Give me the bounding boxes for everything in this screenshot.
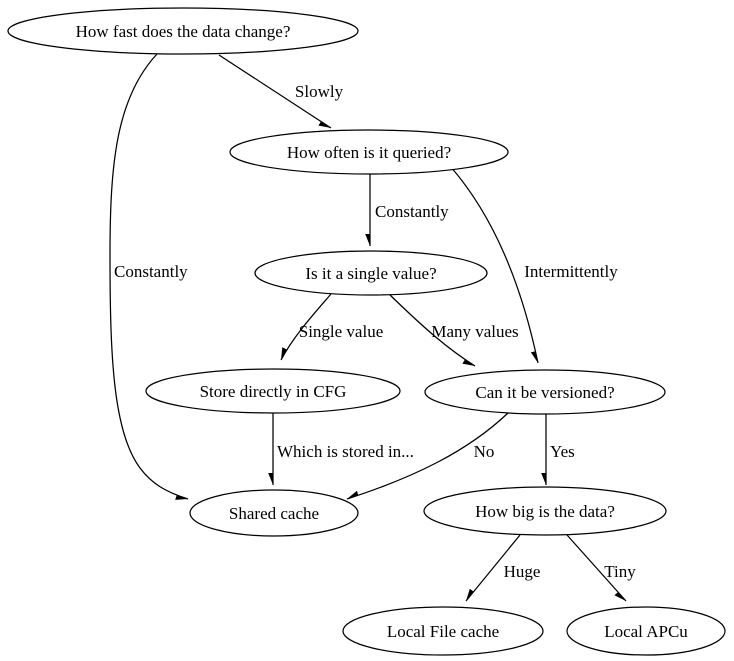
node-layer: How fast does the data change? How often …: [7, 7, 726, 656]
node-ellipse-local-apcu: [566, 606, 726, 656]
edge-label-can-it-be-versioned-to-shared-cache: No: [474, 442, 495, 461]
node-label-shared-cache: Shared cache: [229, 504, 319, 523]
edge-label-how-big-is-the-data-to-local-file-cache: Huge: [504, 562, 541, 581]
node-local-apcu: Local APCu: [566, 606, 726, 656]
node-store-directly-in-cfg: Store directly in CFG: [145, 368, 401, 414]
node-label-local-file-cache: Local File cache: [387, 622, 499, 641]
node-ellipse-how-fast-does-the-data-change: [7, 7, 359, 55]
edge-label-store-directly-in-cfg-to-shared-cache: Which is stored in...: [277, 442, 414, 461]
node-can-it-be-versioned: Can it be versioned?: [424, 369, 666, 415]
edge-how-big-is-the-data-to-local-file-cache: [465, 534, 521, 602]
node-how-often-is-it-queried: How often is it queried?: [229, 129, 509, 175]
node-how-fast-does-the-data-change: How fast does the data change?: [7, 7, 359, 55]
edge-how-big-is-the-data-to-local-apcu: [566, 534, 627, 602]
edge-how-fast-does-the-data-change-to-how-often-is-it-queried: [218, 54, 332, 129]
node-label-can-it-be-versioned: Can it be versioned?: [475, 383, 614, 402]
node-ellipse-how-often-is-it-queried: [229, 129, 509, 175]
edge-label-how-big-is-the-data-to-local-apcu: Tiny: [604, 562, 636, 581]
edge-is-it-a-single-value-to-can-it-be-versioned: [388, 293, 476, 367]
edge-how-often-is-it-queried-to-can-it-be-versioned: [449, 165, 539, 364]
edge-layer: SlowlyConstantlyConstantlyIntermittently…: [109, 53, 636, 602]
node-ellipse-shared-cache: [189, 489, 359, 537]
node-ellipse-how-big-is-the-data: [423, 486, 667, 536]
node-label-how-often-is-it-queried: How often is it queried?: [287, 143, 451, 162]
node-label-local-apcu: Local APCu: [604, 622, 688, 641]
node-label-how-big-is-the-data: How big is the data?: [475, 502, 615, 521]
node-local-file-cache: Local File cache: [342, 606, 544, 656]
edge-label-how-fast-does-the-data-change-to-shared-cache: Constantly: [114, 262, 188, 281]
node-how-big-is-the-data: How big is the data?: [423, 486, 667, 536]
node-shared-cache: Shared cache: [189, 489, 359, 537]
node-ellipse-can-it-be-versioned: [424, 369, 666, 415]
node-ellipse-store-directly-in-cfg: [145, 368, 401, 414]
edge-label-how-often-is-it-queried-to-is-it-a-single-value: Constantly: [375, 202, 449, 221]
edge-label-how-fast-does-the-data-change-to-how-often-is-it-queried: Slowly: [295, 82, 344, 101]
edge-how-fast-does-the-data-change-to-shared-cache: [109, 53, 189, 499]
node-label-is-it-a-single-value: Is it a single value?: [305, 264, 436, 283]
edge-can-it-be-versioned-to-shared-cache: [346, 412, 509, 499]
edge-is-it-a-single-value-to-store-directly-in-cfg: [280, 293, 332, 361]
node-label-how-fast-does-the-data-change: How fast does the data change?: [76, 22, 291, 41]
edge-label-is-it-a-single-value-to-can-it-be-versioned: Many values: [431, 322, 518, 341]
node-label-store-directly-in-cfg: Store directly in CFG: [200, 382, 347, 401]
node-ellipse-is-it-a-single-value: [254, 250, 488, 296]
edge-label-how-often-is-it-queried-to-can-it-be-versioned: Intermittently: [524, 262, 618, 281]
node-is-it-a-single-value: Is it a single value?: [254, 250, 488, 296]
edge-label-is-it-a-single-value-to-store-directly-in-cfg: Single value: [299, 322, 384, 341]
node-ellipse-local-file-cache: [342, 606, 544, 656]
edge-label-can-it-be-versioned-to-how-big-is-the-data: Yes: [550, 442, 575, 461]
